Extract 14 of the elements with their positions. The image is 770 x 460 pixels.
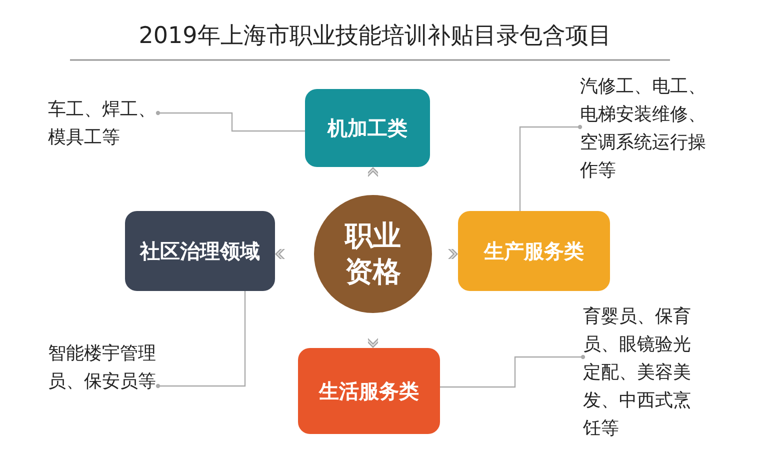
leader-line <box>156 110 305 132</box>
note-text: 车工、焊工、模具工等 <box>48 96 158 152</box>
category-box: 生活服务类 <box>298 348 440 434</box>
note-text: 育婴员、保育员、眼镜验光定配、美容美发、中西式烹饪等 <box>583 303 695 443</box>
note-text: 智能楼宇管理员、保安员等 <box>48 340 158 396</box>
category-box: 社区治理领域 <box>125 211 275 291</box>
leader-line <box>519 124 582 211</box>
note-text: 汽修工、电工、电梯安装维修、空调系统运行操作等 <box>580 73 710 185</box>
leader-line <box>440 354 586 388</box>
leader-line <box>156 291 246 388</box>
category-box: 机加工类 <box>305 89 430 167</box>
circle-node: 职业资格 <box>314 195 432 313</box>
category-box: 生产服务类 <box>458 211 610 291</box>
title: 2019年上海市职业技能培训补贴目录包含项目 <box>138 22 612 51</box>
